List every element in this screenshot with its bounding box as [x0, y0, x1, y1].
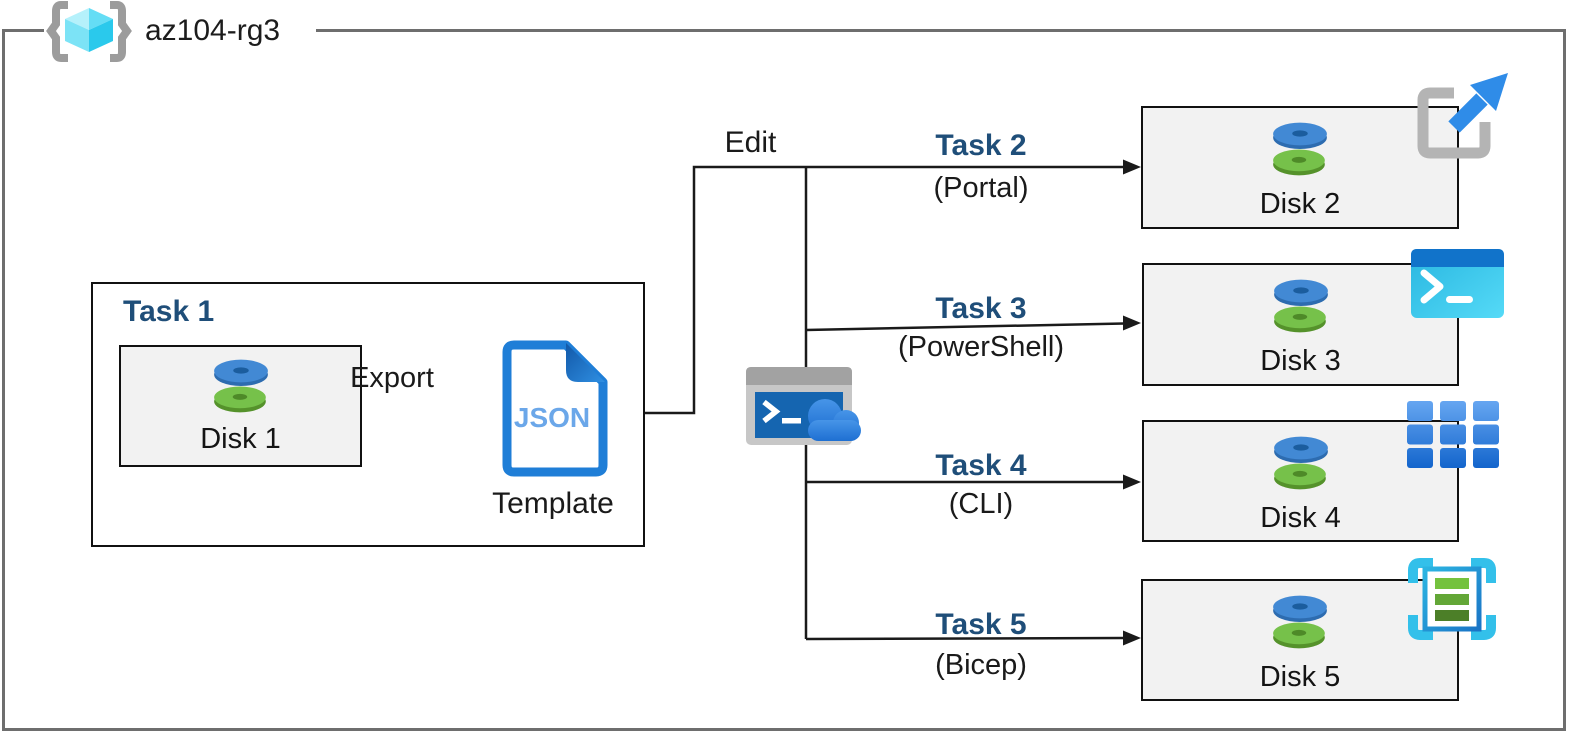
- task2-label: Task 2: [935, 129, 1027, 162]
- cli-grid-icon: [1407, 401, 1499, 468]
- disk5-label: Disk 5: [1259, 661, 1341, 693]
- disk5-box: Disk 5: [1141, 579, 1459, 701]
- disk1-box: Disk 1: [119, 345, 362, 467]
- task5-label: Task 5: [935, 608, 1027, 641]
- powershell-icon: [1411, 249, 1504, 318]
- resource-group-icon: [46, 1, 132, 62]
- disk-icon: [213, 359, 268, 413]
- disk3-box: Disk 3: [1142, 263, 1459, 386]
- disk-icon: [1273, 436, 1328, 490]
- disk4-label: Disk 4: [1260, 502, 1341, 534]
- task3-label: Task 3: [935, 292, 1027, 325]
- resource-group-name: az104-rg3: [145, 14, 281, 47]
- template-caption: Template: [492, 487, 614, 520]
- disk-icon: [1273, 122, 1327, 176]
- export-label: Export: [350, 362, 434, 394]
- disk2-label: Disk 2: [1259, 188, 1341, 220]
- task3-method: (PowerShell): [898, 331, 1064, 363]
- json-template-icon: JSON: [502, 340, 608, 477]
- task1-title: Task 1: [123, 295, 215, 328]
- resource-group-frame: [2, 29, 1566, 731]
- portal-launch-icon: [1417, 73, 1508, 159]
- disk-icon: [1273, 595, 1327, 649]
- disk1-label: Disk 1: [200, 423, 281, 455]
- cloud-shell-icon: [746, 367, 861, 445]
- edit-label: Edit: [724, 126, 777, 159]
- task2-method: (Portal): [933, 172, 1029, 204]
- bicep-template-icon: [1408, 558, 1496, 640]
- disk2-box: Disk 2: [1141, 106, 1459, 229]
- disk3-label: Disk 3: [1260, 345, 1341, 377]
- frame-label-gap: [44, 26, 316, 35]
- task5-method: (Bicep): [935, 649, 1027, 681]
- task4-method: (CLI): [948, 488, 1014, 520]
- disk-icon: [1273, 279, 1328, 333]
- disk4-box: Disk 4: [1142, 420, 1459, 542]
- json-doc-text: JSON: [514, 402, 590, 433]
- task4-label: Task 4: [935, 449, 1027, 482]
